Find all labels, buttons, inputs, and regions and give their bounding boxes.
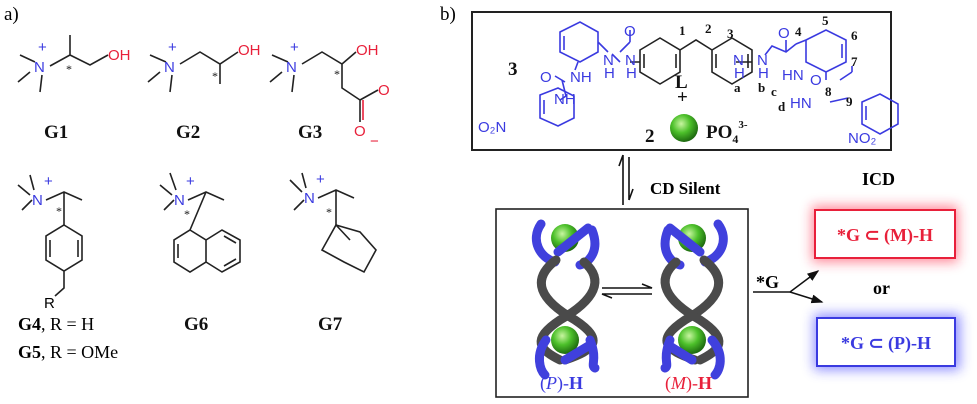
anion-formula: PO43- — [706, 119, 748, 146]
svg-text:H: H — [758, 65, 769, 82]
svg-text:+: + — [290, 39, 299, 56]
svg-text:3: 3 — [727, 26, 734, 41]
svg-text:NH: NH — [570, 69, 592, 86]
label-g2: G2 — [176, 122, 200, 143]
m-helicate-label: (M)-H — [665, 373, 712, 394]
svg-text:O: O — [778, 25, 790, 42]
svg-text:1: 1 — [679, 23, 686, 38]
svg-text:O: O — [810, 72, 822, 89]
svg-text:c: c — [771, 84, 777, 99]
label-g3: G3 — [298, 122, 322, 143]
svg-text:d: d — [778, 99, 786, 114]
p-helicate-label: (P)-H — [540, 373, 583, 394]
svg-text:a: a — [734, 80, 741, 95]
molecule-g2: N + * OH G2 — [147, 39, 261, 143]
svg-text:7: 7 — [851, 54, 858, 69]
molecule-g1: N + * OH G1 — [17, 35, 131, 143]
arrow-to-p-product — [789, 291, 824, 304]
icd-label: ICD — [862, 169, 895, 189]
svg-text:+: + — [38, 39, 47, 56]
or-label: or — [873, 278, 890, 298]
svg-text:N: N — [32, 192, 43, 209]
svg-text:N: N — [174, 192, 185, 209]
svg-text:−: − — [370, 133, 379, 150]
svg-text:N: N — [757, 52, 768, 69]
svg-text:+: + — [168, 39, 177, 56]
svg-text:N: N — [733, 52, 744, 69]
label-g5: G5, R = OMe — [18, 342, 118, 362]
m-helicate-icon: (M)-H — [660, 219, 728, 394]
svg-text:O: O — [378, 82, 390, 99]
product-p-box: *G ⊂ (P)-H — [814, 314, 960, 370]
molecule-g7: N + * G7 — [289, 171, 377, 335]
svg-text:OH: OH — [356, 42, 379, 59]
svg-text:N: N — [286, 59, 297, 76]
phosphate-sphere-icon — [670, 114, 698, 142]
label-g4: G4, R = H — [18, 314, 94, 334]
svg-text:NH: NH — [554, 91, 576, 108]
equilibrium-arrow-vertical — [618, 154, 634, 205]
svg-text:+: + — [316, 171, 325, 188]
product-m-box: *G ⊂ (M)-H — [812, 206, 958, 262]
svg-text:O: O — [624, 23, 636, 40]
svg-text:N: N — [164, 59, 175, 76]
svg-text:+: + — [44, 173, 53, 190]
svg-text:*: * — [334, 67, 340, 81]
molecule-g6: N + * G6 — [159, 172, 241, 335]
svg-text:H: H — [604, 65, 615, 82]
svg-text:*G ⊂ (M)-H: *G ⊂ (M)-H — [837, 225, 933, 246]
guest-add-label: *G — [756, 272, 779, 292]
svg-text:*: * — [56, 204, 62, 218]
svg-text:H: H — [626, 65, 637, 82]
svg-text:HN: HN — [782, 67, 804, 84]
svg-text:+: + — [677, 87, 688, 108]
svg-text:5: 5 — [822, 13, 829, 28]
svg-text:*: * — [212, 69, 218, 83]
svg-text:OH: OH — [238, 42, 261, 59]
helicate-box: (P)-H (M)-H — [495, 208, 749, 398]
svg-text:O: O — [354, 123, 366, 140]
svg-text:+: + — [186, 173, 195, 190]
ligand-name: L — [675, 72, 688, 93]
panel-b-label: b) — [440, 4, 456, 25]
svg-text:N: N — [625, 52, 636, 69]
svg-text:HN: HN — [790, 95, 812, 112]
svg-text:6: 6 — [851, 28, 858, 43]
equilibrium-arrow-horizontal — [601, 283, 653, 299]
cd-silent-label: CD Silent — [650, 179, 721, 198]
svg-text:*G ⊂ (P)-H: *G ⊂ (P)-H — [841, 333, 931, 354]
panel-a-label: a) — [4, 4, 19, 25]
label-g7: G7 — [318, 314, 343, 335]
svg-text:N: N — [34, 59, 45, 76]
svg-text:*: * — [326, 205, 332, 219]
svg-text:*: * — [184, 207, 190, 221]
svg-text:2: 2 — [705, 21, 712, 36]
svg-text:*: * — [66, 62, 72, 76]
molecule-g3: N + * OH O O − G3 — [269, 39, 390, 150]
molecule-g4-g5: N + * R G4, R = H G5, R = OMe — [17, 173, 118, 362]
ligand-count: 3 — [508, 59, 518, 80]
label-g6: G6 — [184, 314, 208, 335]
label-g1: G1 — [44, 122, 68, 143]
svg-text:NO₂: NO₂ — [848, 130, 877, 147]
svg-text:H: H — [734, 65, 745, 82]
svg-text:R: R — [44, 295, 55, 312]
p-helicate-icon: (P)-H — [531, 219, 600, 394]
svg-text:N: N — [304, 190, 315, 207]
svg-text:OH: OH — [108, 47, 131, 64]
svg-text:b: b — [758, 80, 765, 95]
svg-text:9: 9 — [846, 94, 853, 109]
svg-text:4: 4 — [795, 24, 802, 39]
ligand-box: N H N H O NH O NH O₂N N H N H O HN O HN … — [471, 11, 899, 151]
svg-text:O: O — [540, 69, 552, 86]
svg-text:8: 8 — [825, 84, 832, 99]
anion-count: 2 — [645, 126, 655, 147]
svg-text:O₂N: O₂N — [478, 119, 506, 136]
svg-text:N: N — [603, 52, 614, 69]
